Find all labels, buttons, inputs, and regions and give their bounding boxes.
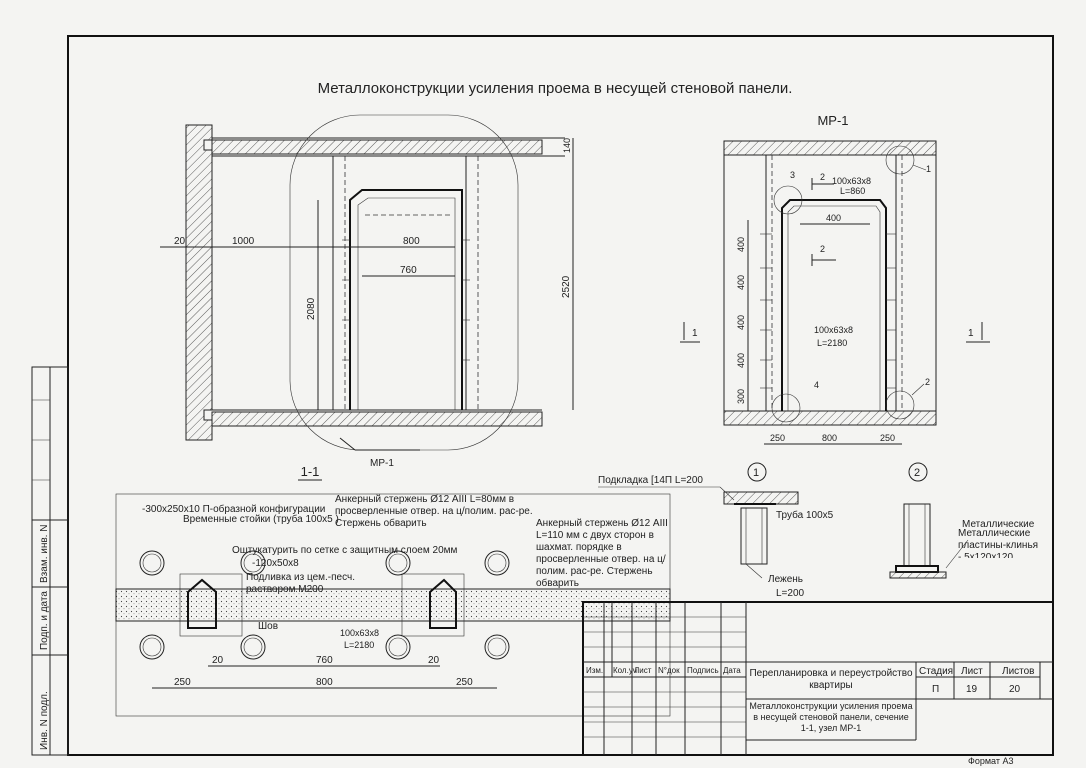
cut-mark-left: 1 (692, 328, 698, 339)
node-section-mark-b: 2 (820, 244, 825, 254)
side-label-replace: Взам. инв. N (39, 525, 50, 583)
cut-mark-right: 1 (968, 328, 974, 339)
node-marker-3: 3 (790, 170, 795, 180)
note-temp-posts: Временные стойки (труба 100х5 ) (183, 514, 339, 525)
stamp-header-3: N°док (658, 666, 680, 675)
detail-bed: Лежень (768, 574, 803, 585)
dim-1000: 1000 (232, 236, 255, 247)
detail-pad: Подкладка [14П L=200 (598, 475, 703, 486)
section-title: 1-1 (301, 464, 320, 479)
node-vdim-0: 400 (736, 237, 746, 252)
stamp-header-0: Изм. (586, 666, 603, 675)
dim-2520: 2520 (561, 275, 572, 298)
detail-2-marker: 2 (914, 467, 920, 479)
node-title: МР-1 (817, 113, 848, 128)
left-wall (185, 124, 213, 441)
format-label: Формат А3 (968, 756, 1013, 766)
section-dim-20b: 20 (428, 655, 440, 666)
node-outline (289, 114, 519, 451)
node-view: МР-1 3 4 1 2 100х63х8 (680, 113, 990, 445)
stamp-col-stage: Стадия (919, 666, 953, 677)
node-vdim-3: 400 (736, 353, 746, 368)
node-bottom-slab (723, 410, 937, 426)
node-angle-top-len: L=860 (840, 186, 865, 196)
side-label-inv: Инв. N подл. (39, 691, 50, 750)
note-angle-len: L=2180 (344, 640, 374, 650)
section-dim-250b: 250 (456, 677, 473, 688)
side-label-sign: Подп. и дата (39, 591, 50, 650)
node-vdim-1: 400 (736, 275, 746, 290)
detail-plates: Металлические пластины-клинья - 5х120х12… (958, 528, 1038, 558)
detail-bed-len: L=200 (776, 588, 805, 599)
node-section-mark-a: 2 (820, 172, 825, 182)
node-marker-2: 2 (925, 377, 930, 387)
detail-plates-1: Металлические (962, 519, 1035, 530)
node-bdim-2: 250 (880, 433, 895, 443)
side-strip: Инв. N подл. Подп. и дата Взам. инв. N (31, 366, 69, 756)
section-dim-760: 760 (316, 655, 333, 666)
note-u-plate: -300х250х10 П-образной конфигурации (142, 503, 325, 515)
top-slab (211, 139, 543, 155)
section-dim-800: 800 (316, 677, 333, 688)
section-dim-20a: 20 (212, 655, 224, 666)
dim-800: 800 (403, 236, 420, 247)
node-bdim-0: 250 (770, 433, 785, 443)
node-angle-side: 100х63х8 (814, 325, 853, 335)
note-mortar: Подливка из цем.-песч. раствором М200 (246, 572, 355, 595)
node-vdim-2: 400 (736, 315, 746, 330)
stamp-header-2: Лист (634, 666, 652, 675)
stamp-project: Перепланировка и переустройство квартиры (749, 668, 912, 691)
note-plaster: Оштукатурить по сетке с защитным слоем 2… (232, 545, 458, 556)
node-angle-top: 100х63х8 (832, 176, 871, 186)
stamp-header-1: Кол.уч (613, 666, 637, 675)
stamp-header-5: Дата (723, 666, 741, 675)
node-marker-4: 4 (814, 380, 819, 390)
section-view: 1-1 -300х250х10 П-образной конфигурации … (115, 464, 671, 717)
note-anchor-2: Анкерный стержень Ø12 АIII L=110 мм с дв… (536, 518, 668, 589)
dim-140: 140 (562, 138, 572, 153)
stamp-col-sheets: Листов (1002, 666, 1035, 677)
title-block: Изм. Кол.уч Лист N°док Подпись Дата Пере… (582, 601, 1054, 756)
stamp-col-sheet: Лист (961, 666, 983, 677)
node-marker-1: 1 (926, 164, 931, 174)
note-plate: -120х50х8 (252, 558, 299, 569)
section-dim-250a: 250 (174, 677, 191, 688)
stamp-sheet: 19 (966, 684, 978, 695)
dim-2080: 2080 (306, 297, 317, 320)
wall-band (115, 588, 671, 622)
drawing-title: Металлоконструкции усиления проема в нес… (318, 80, 793, 97)
node-bdim-1: 800 (822, 433, 837, 443)
stamp-sheet-title: Металлоконструкции усиления проема в нес… (749, 701, 912, 733)
elevation-callout: МР-1 (370, 458, 394, 469)
stamp-header-4: Подпись (687, 666, 719, 675)
note-anchor-1: Анкерный стержень Ø12 АIII L=80мм в прос… (335, 494, 533, 529)
bottom-slab (211, 411, 543, 427)
dim-760: 760 (400, 265, 417, 276)
dim-20: 20 (174, 236, 186, 247)
node-dim-400-top: 400 (826, 213, 841, 223)
detail-1-marker: 1 (753, 467, 759, 479)
node-top-slab (723, 140, 937, 156)
details-view: 1 2 Подкладка [14П L=200 Труба 100х5 Леж… (598, 462, 1038, 599)
detail-pipe: Труба 100х5 (776, 509, 834, 521)
stamp-stage: П (932, 684, 939, 695)
note-angle: 100х63х8 (340, 628, 379, 638)
stamp-sheets: 20 (1009, 684, 1021, 695)
elevation-view: 20 1000 800 760 2080 2520 140 МР-1 (160, 114, 574, 469)
note-seam: Шов (258, 621, 278, 632)
node-vdim-4: 300 (736, 389, 746, 404)
node-angle-side-len: L=2180 (817, 338, 847, 348)
